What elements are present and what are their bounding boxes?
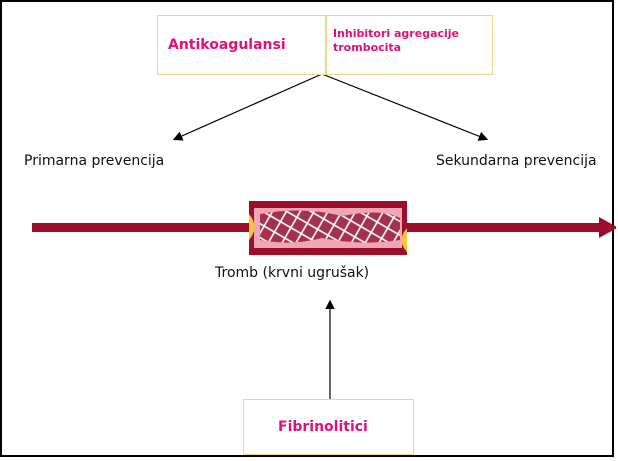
anticoagulants-box: Antikoagulansi xyxy=(157,15,326,75)
antiplatelet-label-line2: trombocita xyxy=(333,41,401,54)
vessel-arrowhead xyxy=(599,217,616,238)
primary-prevention-label: Primarna prevencija xyxy=(24,153,164,169)
thrombus-image xyxy=(249,201,407,255)
anticoagulants-label: Antikoagulansi xyxy=(168,37,286,53)
antiplatelet-box: Inhibitori agregacije trombocita xyxy=(326,15,493,75)
arrow-to-primary xyxy=(175,74,322,139)
vessel-right xyxy=(407,223,599,232)
vessel-left xyxy=(32,223,252,232)
fibrinolytics-label: Fibrinolitici xyxy=(278,419,368,435)
arrow-to-secondary xyxy=(322,74,486,139)
secondary-prevention-label: Sekundarna prevencija xyxy=(436,153,597,169)
antiplatelet-label-line1: Inhibitori agregacije xyxy=(333,27,459,40)
thrombus-label: Tromb (krvni ugrušak) xyxy=(215,265,369,281)
fibrinolytics-box: Fibrinolitici xyxy=(243,399,414,455)
